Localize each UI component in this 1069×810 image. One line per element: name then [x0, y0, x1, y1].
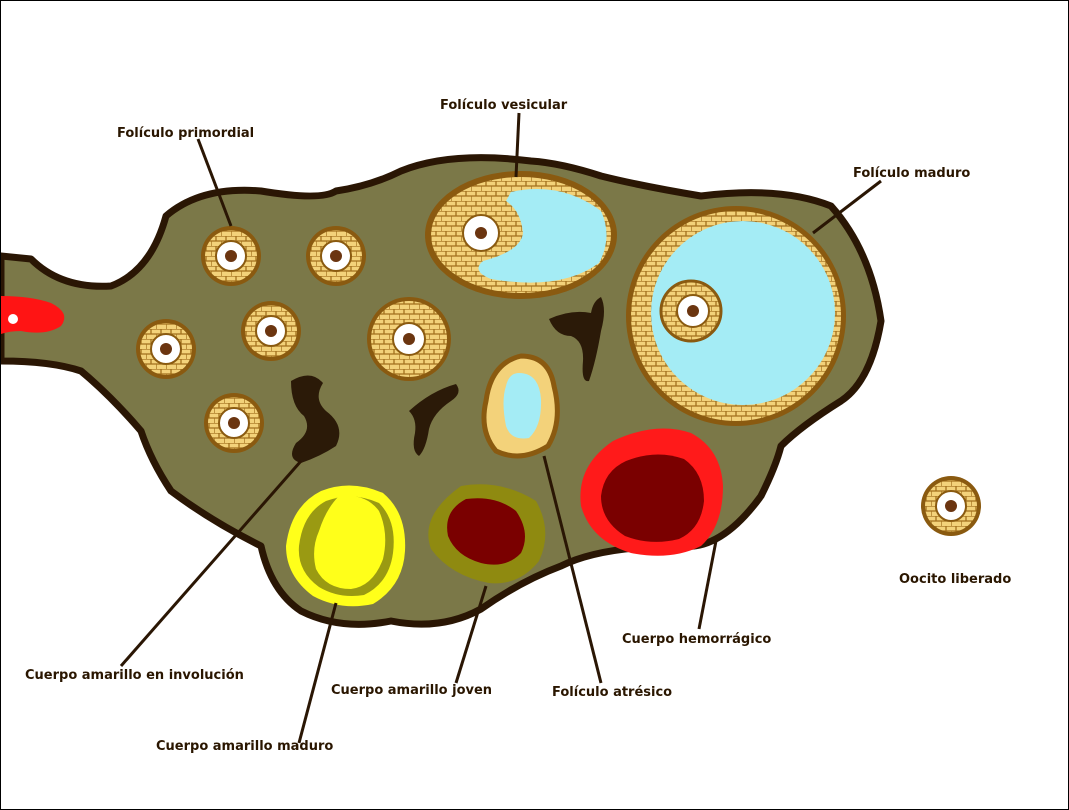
- primordial-follicle-3: [241, 301, 301, 361]
- label-vesicular: Folículo vesicular: [440, 98, 568, 113]
- label-amarillo-involucion: Cuerpo amarillo en involución: [25, 668, 244, 683]
- label-amarillo-joven: Cuerpo amarillo joven: [331, 683, 492, 698]
- primordial-follicle-2: [306, 226, 366, 286]
- label-hemorragico: Cuerpo hemorrágico: [622, 632, 771, 647]
- atretic-follicle: [484, 356, 557, 456]
- released-oocyte: [921, 476, 981, 536]
- primordial-follicle-1: [201, 226, 261, 286]
- label-primordial: Folículo primordial: [117, 126, 254, 141]
- vesicular-follicle: [425, 171, 617, 299]
- label-maduro: Folículo maduro: [853, 166, 970, 181]
- label-oocito: Oocito liberado: [899, 572, 1011, 587]
- leader-hemorragico: [699, 541, 716, 629]
- leader-amarillo-maduro: [299, 603, 336, 743]
- primordial-follicle-5: [204, 393, 264, 453]
- primordial-follicle-4: [136, 319, 196, 379]
- mature-follicle: [626, 206, 846, 426]
- growing-follicle: [367, 297, 451, 381]
- label-amarillo-maduro: Cuerpo amarillo maduro: [156, 739, 333, 754]
- label-atresico: Folículo atrésico: [552, 685, 672, 700]
